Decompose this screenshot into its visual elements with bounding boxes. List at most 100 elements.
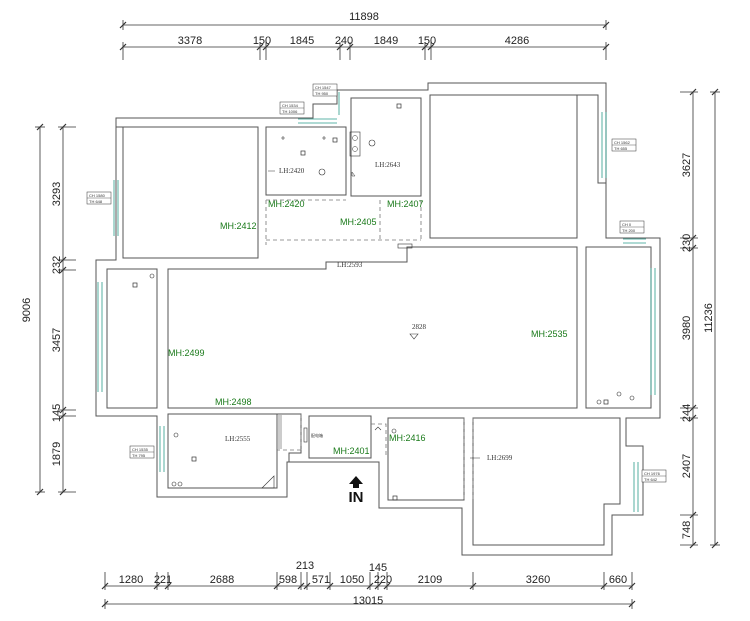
top-seg-7: 4286 [505, 35, 529, 47]
right-dimensions: 3627 230 3980 244 2407 748 11236 [680, 88, 720, 549]
fixtures [132, 103, 635, 501]
bottom-seg-10: 660 [609, 574, 627, 586]
window-bedroom-left [113, 180, 119, 236]
svg-text:TH 795: TH 795 [132, 453, 146, 458]
svg-text:CH 1534: CH 1534 [282, 103, 299, 108]
top-seg-1: 3378 [178, 35, 202, 47]
bottom-upper-1: 213 [296, 560, 314, 572]
window-bottom-left [159, 426, 165, 472]
mh-label: MH:2401 [333, 446, 370, 456]
bottom-seg-4: 598 [279, 574, 297, 586]
mh-label: MH:2499 [168, 348, 205, 358]
top-seg-4: 240 [335, 35, 353, 47]
light-fixture-icon [397, 243, 413, 249]
svg-text:CH 1562: CH 1562 [614, 140, 631, 145]
sink-icon [349, 131, 361, 157]
lh-label: LH:2555 [225, 435, 251, 443]
bottom-total-dim: 13015 [353, 595, 384, 607]
bottom-seg-3: 2688 [210, 574, 234, 586]
left-seg-4: 145 [51, 404, 63, 422]
svg-text:TH 950: TH 950 [315, 91, 329, 96]
right-seg-2: 230 [681, 234, 693, 252]
light-fixture-icon [392, 495, 398, 501]
svg-text:CH 1535: CH 1535 [132, 447, 149, 452]
bottom-seg-1: 1280 [119, 574, 143, 586]
left-dimensions: 9006 3293 232 3457 145 1879 [21, 123, 76, 496]
mh-label: MH:2498 [215, 397, 252, 407]
light-fixture-icon [603, 399, 609, 405]
bottom-dimensions: 213 145 1280 221 2688 598 571 1050 [101, 560, 636, 609]
window-top-right-mid [623, 238, 646, 244]
lh-label: LH:2699 [487, 454, 513, 462]
entrance-label: IN [349, 489, 364, 506]
light-fixture-icon [318, 168, 326, 176]
window-tag-1: CH 1547 TH 950 [312, 83, 338, 97]
lh-label: LH:2593 [337, 261, 363, 269]
bottom-seg-8: 2109 [418, 574, 442, 586]
svg-text:TH 200: TH 200 [622, 228, 636, 233]
bottom-seg-9: 3260 [526, 574, 550, 586]
light-fixture-icon [171, 481, 177, 487]
svg-text:CH 1976: CH 1976 [644, 471, 661, 476]
top-seg-6: 150 [418, 35, 436, 47]
svg-text:CH 1547: CH 1547 [315, 85, 332, 90]
window-tag-4: CH 1580 TH 648 [86, 191, 112, 205]
mh-label: MH:2416 [389, 433, 426, 443]
light-fixture-icon [332, 137, 338, 143]
left-seg-3: 3457 [51, 328, 63, 352]
svg-text:CH 1580: CH 1580 [89, 193, 106, 198]
mh-label: MH:2412 [220, 221, 257, 231]
room-height-labels: MH:2412 MH:2420 MH:2405 MH:2407 MH:2499 … [168, 199, 568, 456]
top-total-dim: 11898 [349, 11, 379, 23]
right-seg-6: 748 [681, 521, 693, 539]
windows [97, 92, 656, 512]
left-total-dim: 9006 [21, 298, 33, 322]
top-seg-5: 1849 [374, 35, 398, 47]
bottom-seg-5: 571 [312, 574, 330, 586]
walls [95, 82, 661, 556]
light-fixture-icon [177, 481, 183, 487]
window-tag-5: CH 0 TH 200 [619, 220, 645, 234]
outer-wall [95, 82, 661, 556]
light-fixture-icon [191, 456, 197, 462]
mh-label: MH:2420 [268, 199, 305, 209]
svg-text:TH 1006: TH 1006 [282, 109, 298, 114]
left-seg-1: 3293 [51, 182, 63, 206]
entrance-arrow-icon [349, 476, 363, 488]
bottom-seg-6: 1050 [340, 574, 364, 586]
window-right-upper [601, 112, 607, 178]
top-seg-3: 1845 [290, 35, 314, 47]
light-fixture-icon [368, 139, 376, 147]
center-height-label: 2828 [412, 323, 427, 331]
top-dimensions: 11898 3378 150 1845 240 1849 150 4286 [119, 11, 610, 60]
light-fixture-icon [396, 103, 402, 109]
bottom-seg-2: 221 [154, 574, 172, 586]
light-fixture-icon [132, 282, 138, 288]
mh-label: MH:2535 [531, 329, 568, 339]
window-tags: CH 1547 TH 950 CH 1534 TH 1006 CH 1562 T… [86, 83, 667, 483]
entrance-marker: IN [349, 476, 364, 506]
ceiling-height-labels: LH:2420 LH:2643 LH:2593 LH:2555 LH:2699 … [225, 161, 513, 462]
svg-text:TH 642: TH 642 [644, 477, 658, 482]
lh-label: LH:2420 [279, 167, 305, 175]
door-swing-icon [261, 475, 275, 489]
window-left-room [97, 282, 103, 392]
center-marker-icon [409, 333, 419, 340]
light-fixture-icon [300, 150, 306, 156]
svg-text:CH 0: CH 0 [622, 222, 632, 227]
window-top-middle [298, 118, 337, 124]
right-seg-1: 3627 [681, 153, 693, 177]
svg-text:TH 648: TH 648 [89, 199, 103, 204]
svg-text:TH 655: TH 655 [614, 146, 628, 151]
light-fixture-icon [149, 273, 155, 279]
mh-label: MH:2407 [387, 199, 424, 209]
light-fixture-icon [629, 395, 635, 401]
right-seg-4: 244 [681, 404, 693, 422]
window-tag-3: CH 1562 TH 655 [611, 138, 637, 152]
window-bottom-right [633, 462, 639, 512]
window-right-mid [650, 268, 656, 395]
light-fixture-icon [596, 399, 602, 405]
light-fixture-icon [391, 428, 397, 434]
light-fixture-icon [173, 432, 179, 438]
